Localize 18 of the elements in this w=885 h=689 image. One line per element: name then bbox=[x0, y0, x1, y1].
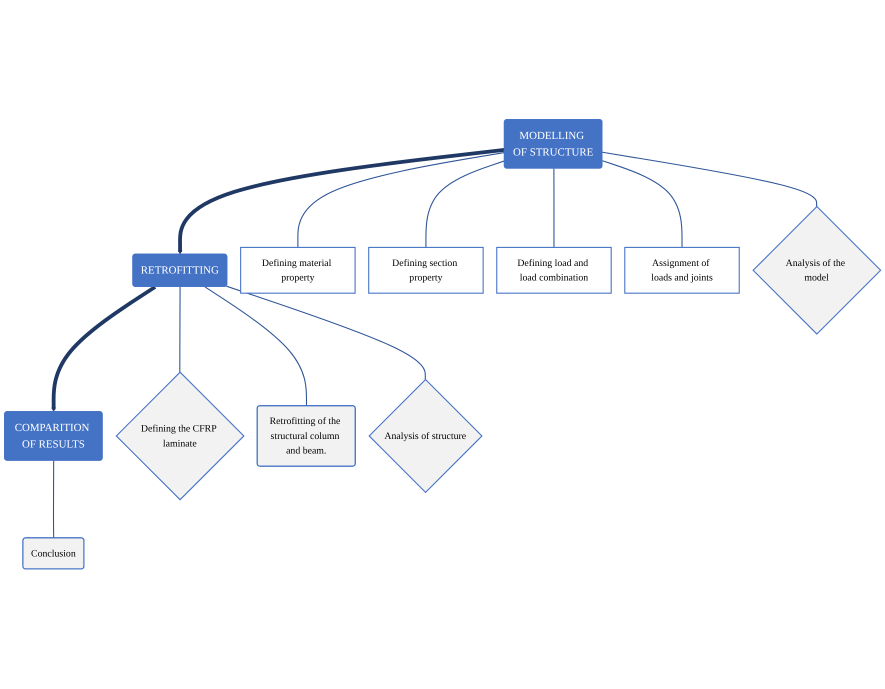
connector bbox=[602, 160, 683, 248]
arrow bbox=[178, 148, 505, 255]
connector bbox=[179, 287, 181, 373]
connector bbox=[425, 160, 505, 248]
connector bbox=[297, 152, 504, 248]
connector bbox=[204, 286, 308, 406]
connector bbox=[52, 461, 54, 538]
node-box: Defining material property bbox=[240, 247, 356, 294]
connector bbox=[553, 169, 555, 248]
arrow bbox=[51, 286, 156, 412]
node-box: Assignment of loads and joints bbox=[624, 247, 740, 294]
connector bbox=[226, 286, 426, 380]
node-box: Defining section property bbox=[368, 247, 484, 294]
node-diamond: Analysis of structure bbox=[368, 379, 483, 494]
node-box: Defining load and load combination bbox=[496, 247, 612, 294]
node-diamond: Analysis of the model bbox=[752, 206, 882, 336]
connector bbox=[602, 152, 818, 207]
node-diamond: Defining the CFRP laminate bbox=[116, 372, 245, 501]
